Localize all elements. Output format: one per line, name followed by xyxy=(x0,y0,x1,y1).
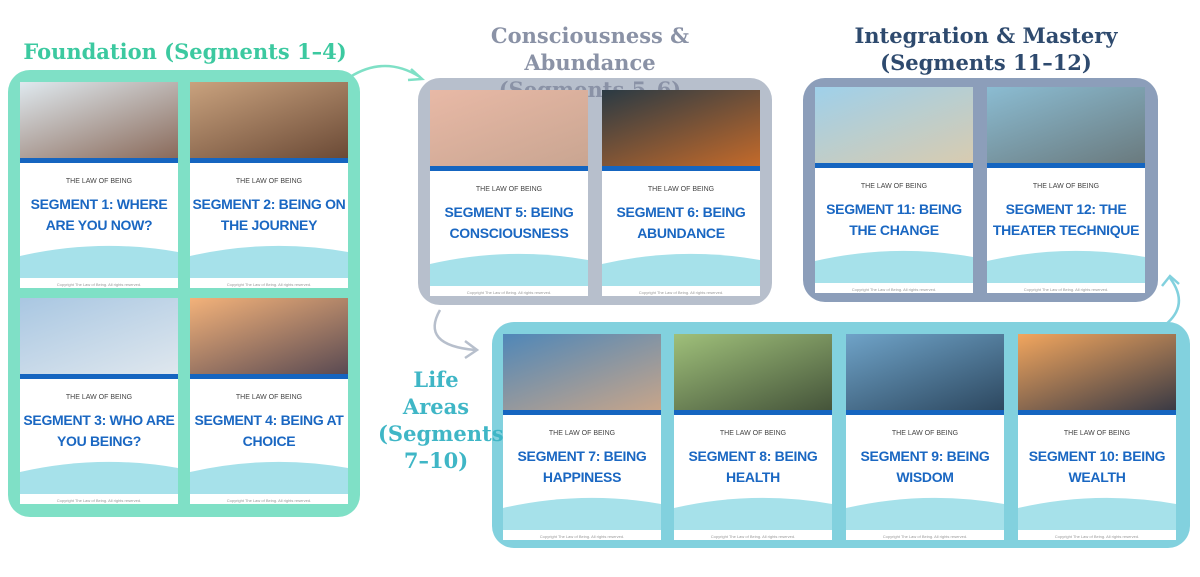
consciousness-title-line1: Consciousness & Abundance xyxy=(490,23,690,75)
arrow-life-areas-to-integration-icon xyxy=(1161,274,1180,326)
segment-photo xyxy=(674,334,832,410)
card-label: THE LAW OF BEING xyxy=(235,394,303,401)
card-label: THE LAW OF BEING xyxy=(65,394,133,401)
card-wave xyxy=(846,497,1004,530)
life-areas-title-line1: Life Areas xyxy=(402,367,470,419)
card-wave xyxy=(1018,497,1176,530)
card-label: THE LAW OF BEING xyxy=(235,178,303,185)
integration-title: Integration & Mastery (Segments 11–12) xyxy=(826,22,1146,76)
card-wave xyxy=(190,461,348,494)
card-title: SEGMENT 5: BEING CONSCIOUSNESS xyxy=(444,204,574,241)
card-footer: Copyright The Law of Being. All rights r… xyxy=(56,498,142,503)
segment-photo xyxy=(430,90,588,166)
segment-photo xyxy=(20,298,178,374)
foundation-title: Foundation (Segments 1–4) xyxy=(23,39,347,64)
life-areas-title-line3: 7–10) xyxy=(403,448,469,473)
consciousness-title: Consciousness & Abundance (Segments 5–6) xyxy=(430,22,750,103)
card-title: SEGMENT 11: BEING THE CHANGE xyxy=(826,201,962,238)
card-footer: Copyright The Law of Being. All rights r… xyxy=(638,290,724,295)
card-title: SEGMENT 10: BEING WEALTH xyxy=(1028,448,1166,485)
segment-card-s8: THE LAW OF BEING SEGMENT 8: BEING HEALTH… xyxy=(674,334,832,540)
segment-photo xyxy=(503,334,661,410)
card-accent-bar xyxy=(430,166,588,171)
card-label: THE LAW OF BEING xyxy=(1032,183,1100,190)
card-accent-bar xyxy=(190,374,348,379)
card-footer: Copyright The Law of Being. All rights r… xyxy=(710,534,796,539)
card-wave xyxy=(503,497,661,530)
segment-photo xyxy=(602,90,760,166)
card-footer: Copyright The Law of Being. All rights r… xyxy=(56,282,142,287)
card-title: SEGMENT 12: THE THEATER TECHNIQUE xyxy=(992,201,1140,238)
segment-card-s5: THE LAW OF BEING SEGMENT 5: BEING CONSCI… xyxy=(430,90,588,296)
card-accent-bar xyxy=(20,374,178,379)
segment-photo xyxy=(846,334,1004,410)
segment-card-s7: THE LAW OF BEING SEGMENT 7: BEING HAPPIN… xyxy=(503,334,661,540)
segment-photo xyxy=(987,87,1145,163)
card-title: SEGMENT 3: WHO ARE YOU BEING? xyxy=(23,412,175,449)
card-footer: Copyright The Law of Being. All rights r… xyxy=(851,287,937,292)
card-title: SEGMENT 9: BEING WISDOM xyxy=(860,448,990,485)
card-label: THE LAW OF BEING xyxy=(860,183,928,190)
segment-card-s4: THE LAW OF BEING SEGMENT 4: BEING AT CHO… xyxy=(190,298,348,504)
card-accent-bar xyxy=(20,158,178,163)
card-wave xyxy=(674,497,832,530)
integration-title-line1: Integration & Mastery xyxy=(854,23,1118,48)
card-footer: Copyright The Law of Being. All rights r… xyxy=(539,534,625,539)
card-accent-bar xyxy=(602,166,760,171)
arrow-consciousness-to-life-areas-icon xyxy=(433,309,480,360)
card-title: SEGMENT 2: BEING ON THE JOURNEY xyxy=(192,196,346,233)
segment-card-s3: THE LAW OF BEING SEGMENT 3: WHO ARE YOU … xyxy=(20,298,178,504)
card-label: THE LAW OF BEING xyxy=(719,430,787,437)
integration-title-line2: (Segments 11–12) xyxy=(880,50,1092,75)
card-footer: Copyright The Law of Being. All rights r… xyxy=(1054,534,1140,539)
segment-card-s10: THE LAW OF BEING SEGMENT 10: BEING WEALT… xyxy=(1018,334,1176,540)
card-wave xyxy=(430,253,588,286)
segment-photo xyxy=(190,298,348,374)
segment-photo xyxy=(20,82,178,158)
card-title: SEGMENT 1: WHERE ARE YOU NOW? xyxy=(30,196,168,233)
card-title: SEGMENT 4: BEING AT CHOICE xyxy=(194,412,344,449)
card-label: THE LAW OF BEING xyxy=(1063,430,1131,437)
card-accent-bar xyxy=(1018,410,1176,415)
card-footer: Copyright The Law of Being. All rights r… xyxy=(1023,287,1109,292)
segment-card-s1: THE LAW OF BEING SEGMENT 1: WHERE ARE YO… xyxy=(20,82,178,288)
segment-card-s12: THE LAW OF BEING SEGMENT 12: THE THEATER… xyxy=(987,87,1145,293)
life-areas-title: Life Areas (Segments 7–10) xyxy=(378,366,504,474)
segment-photo xyxy=(815,87,973,163)
card-accent-bar xyxy=(815,163,973,168)
segment-card-s11: THE LAW OF BEING SEGMENT 11: BEING THE C… xyxy=(815,87,973,293)
card-footer: Copyright The Law of Being. All rights r… xyxy=(226,498,312,503)
card-accent-bar xyxy=(674,410,832,415)
card-label: THE LAW OF BEING xyxy=(65,178,133,185)
card-label: THE LAW OF BEING xyxy=(475,186,543,193)
card-label: THE LAW OF BEING xyxy=(647,186,715,193)
card-accent-bar xyxy=(846,410,1004,415)
life-areas-title-line2: (Segments xyxy=(378,421,504,446)
segment-card-s2: THE LAW OF BEING SEGMENT 2: BEING ON THE… xyxy=(190,82,348,288)
segment-card-s6: THE LAW OF BEING SEGMENT 6: BEING ABUNDA… xyxy=(602,90,760,296)
segment-card-s9: THE LAW OF BEING SEGMENT 9: BEING WISDOM… xyxy=(846,334,1004,540)
card-title: SEGMENT 6: BEING ABUNDANCE xyxy=(616,204,746,241)
card-accent-bar xyxy=(503,410,661,415)
card-wave xyxy=(20,245,178,278)
card-title: SEGMENT 7: BEING HAPPINESS xyxy=(517,448,647,485)
card-label: THE LAW OF BEING xyxy=(891,430,959,437)
card-wave xyxy=(987,250,1145,283)
arrow-foundation-to-consciousness-icon xyxy=(349,64,426,82)
card-title: SEGMENT 8: BEING HEALTH xyxy=(688,448,818,485)
card-wave xyxy=(190,245,348,278)
card-wave xyxy=(815,250,973,283)
card-footer: Copyright The Law of Being. All rights r… xyxy=(882,534,968,539)
segment-photo xyxy=(1018,334,1176,410)
card-wave xyxy=(602,253,760,286)
card-accent-bar xyxy=(987,163,1145,168)
card-footer: Copyright The Law of Being. All rights r… xyxy=(466,290,552,295)
segment-photo xyxy=(190,82,348,158)
card-label: THE LAW OF BEING xyxy=(548,430,616,437)
card-accent-bar xyxy=(190,158,348,163)
card-wave xyxy=(20,461,178,494)
card-footer: Copyright The Law of Being. All rights r… xyxy=(226,282,312,287)
